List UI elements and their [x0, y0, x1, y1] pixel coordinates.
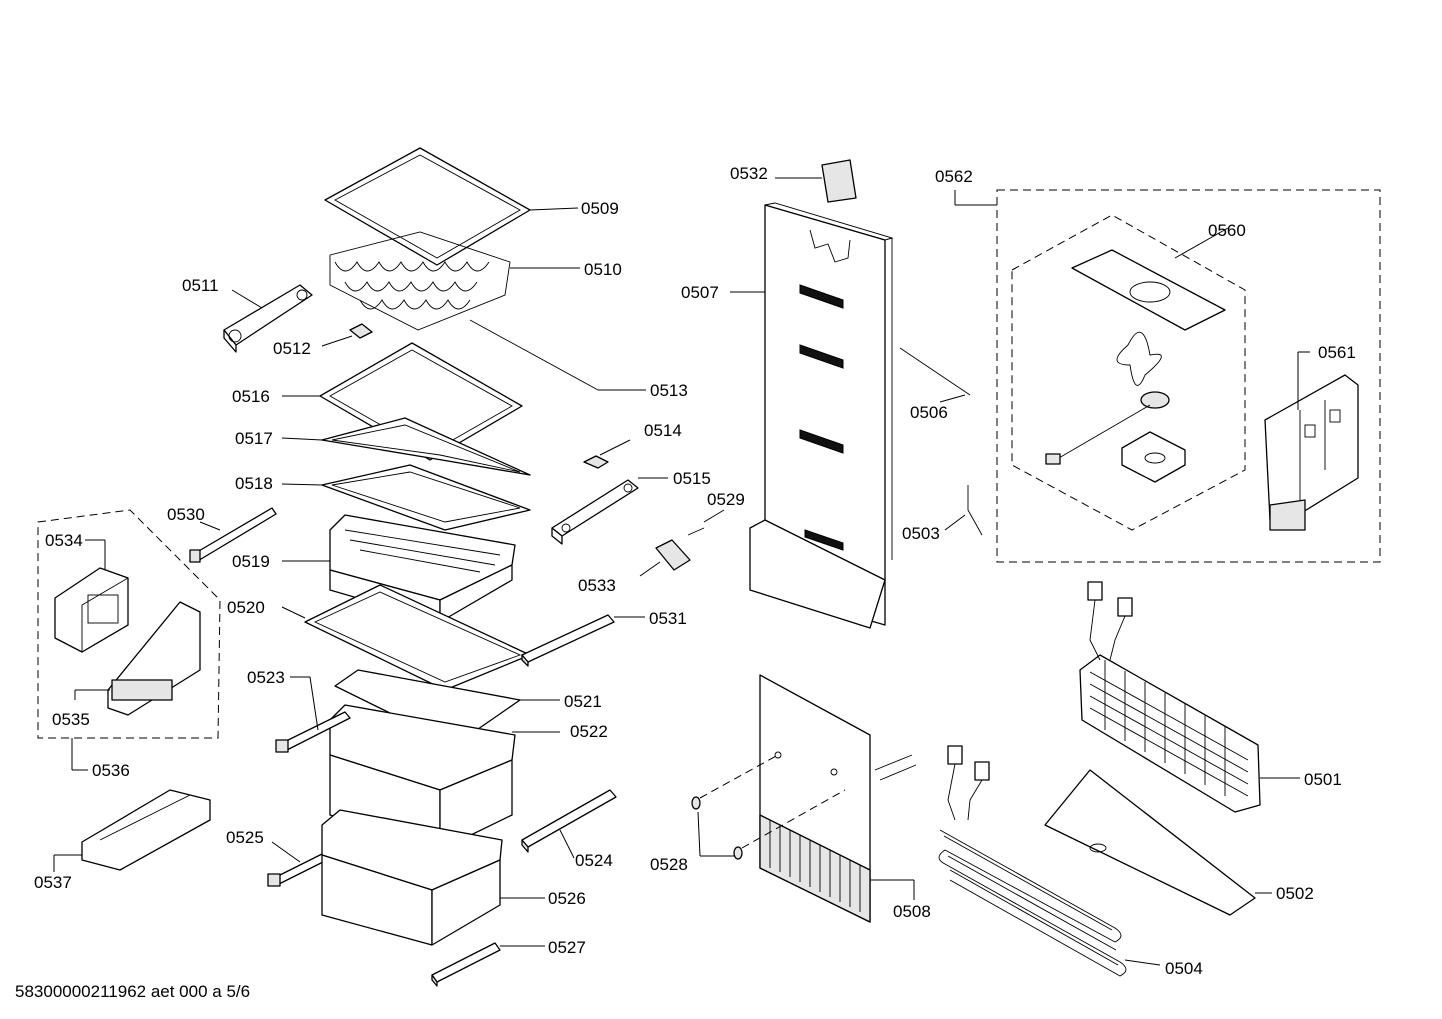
label-0501: 0501 [1304, 770, 1342, 789]
label-0507: 0507 [681, 283, 719, 302]
part-0531-rail [521, 614, 645, 667]
label-0523: 0523 [247, 668, 285, 687]
part-0528-screws [691, 754, 846, 860]
label-0529: 0529 [707, 490, 745, 509]
part-0537-base [53, 789, 211, 872]
part-0513-rod [469, 319, 646, 391]
part-0532-plate [775, 159, 857, 203]
label-0526: 0526 [548, 889, 586, 908]
part-0534-housing [54, 539, 129, 653]
label-0514: 0514 [644, 421, 682, 440]
label-0560: 0560 [1208, 221, 1246, 240]
label-0513: 0513 [650, 381, 688, 400]
part-0501-evaporator [1079, 581, 1300, 813]
part-0506-rod [899, 347, 971, 403]
label-0519: 0519 [232, 552, 270, 571]
label-0533: 0533 [578, 576, 616, 595]
label-0516: 0516 [232, 387, 270, 406]
label-0508: 0508 [893, 902, 931, 921]
label-0502: 0502 [1276, 884, 1314, 903]
label-0531: 0531 [649, 609, 687, 628]
label-0520: 0520 [227, 598, 265, 617]
label-0521: 0521 [564, 692, 602, 711]
part-0535-module [74, 601, 201, 716]
label-0525: 0525 [226, 828, 264, 847]
part-0562-group [954, 189, 1381, 563]
part-0527-rail [431, 942, 545, 987]
label-0534: 0534 [45, 531, 83, 550]
label-0536: 0536 [92, 761, 130, 780]
label-0515: 0515 [673, 469, 711, 488]
label-0522: 0522 [570, 722, 608, 741]
part-0529-pin [687, 509, 725, 536]
part-0510-wine-rack [329, 231, 580, 331]
label-0537: 0537 [34, 873, 72, 892]
footer-document-id: 58300000211962 aet 000 a 5/6 [15, 982, 250, 1001]
label-0535: 0535 [52, 710, 90, 729]
part-0515-bar [551, 477, 668, 545]
part-0520-glass-plate [281, 584, 531, 691]
part-0514-clip [583, 439, 631, 469]
label-0509: 0509 [581, 199, 619, 218]
part-0523-runner [275, 676, 351, 753]
label-0524: 0524 [575, 851, 613, 870]
part-0536-group [37, 509, 221, 771]
label-0510: 0510 [584, 260, 622, 279]
label-0518: 0518 [235, 474, 273, 493]
label-0503: 0503 [902, 524, 940, 543]
part-0518-glass-shelf [281, 464, 531, 531]
part-0509-glass-shelf [324, 147, 579, 266]
label-0562: 0562 [935, 167, 973, 186]
part-0504-heater-tube [938, 745, 1161, 977]
label-0527: 0527 [548, 938, 586, 957]
label-0512: 0512 [273, 339, 311, 358]
part-0560-fan-group [1011, 214, 1246, 531]
label-0561: 0561 [1318, 343, 1356, 362]
label-0532: 0532 [730, 164, 768, 183]
part-0533-switch [639, 539, 691, 577]
part-0507-rear-panel [730, 202, 894, 629]
label-0517: 0517 [235, 429, 273, 448]
part-0526-bottom-drawer [321, 809, 545, 946]
label-0511: 0511 [182, 276, 219, 295]
label-0506: 0506 [910, 403, 948, 422]
part-0561-fan-housing [1264, 351, 1359, 531]
label-0528: 0528 [650, 855, 688, 874]
part-0524-rail [521, 789, 617, 859]
label-0504: 0504 [1165, 959, 1203, 978]
part-0503-sensor [944, 485, 983, 536]
label-0530: 0530 [167, 505, 205, 524]
part-0512-clip [321, 323, 373, 347]
part-0502-drip-tray [1044, 769, 1272, 916]
part-0511-bracket [223, 284, 313, 353]
part-0517-glass-shelf [281, 417, 531, 476]
part-0508-evap-cover [759, 674, 917, 923]
part-0530-runner [189, 507, 277, 563]
